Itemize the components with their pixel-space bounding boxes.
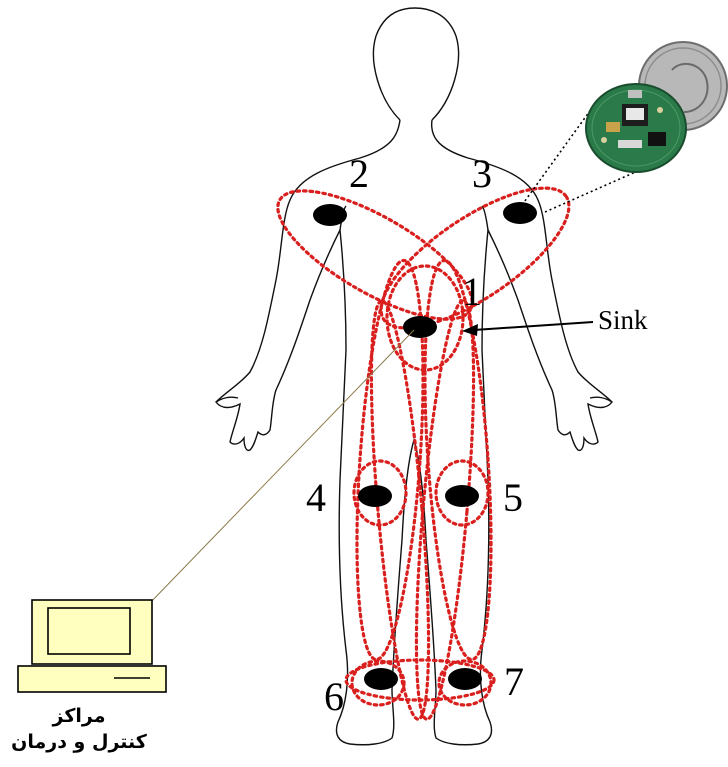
sink-label: Sink	[598, 305, 648, 336]
wireless-links	[261, 163, 589, 721]
sensor-mote-photo	[586, 42, 727, 172]
sensor-node-4	[358, 485, 392, 507]
node-label-5: 5	[503, 478, 523, 518]
node-label-3: 3	[472, 154, 492, 194]
node-label-2: 2	[349, 154, 369, 194]
node-label-1: 1	[462, 272, 482, 312]
sensor-node-3	[503, 202, 537, 224]
sensor-node-5	[445, 485, 479, 507]
control-center-line1: مراکز	[0, 703, 158, 729]
sensor-node-1	[403, 316, 437, 338]
human-body-outline	[216, 8, 612, 745]
control-center-line2: کنترل و درمان	[0, 729, 158, 755]
computer-icon	[18, 600, 166, 692]
sensor-node-7	[448, 668, 482, 690]
sensor-node-6	[364, 668, 398, 690]
sensor-node-2	[313, 204, 347, 226]
control-center-label: مراکز کنترل و درمان	[0, 703, 158, 755]
node-label-7: 7	[504, 662, 524, 702]
node-label-4: 4	[306, 478, 326, 518]
sensor-nodes	[313, 202, 537, 690]
node-label-6: 6	[324, 677, 344, 717]
uplink-line	[148, 330, 414, 605]
